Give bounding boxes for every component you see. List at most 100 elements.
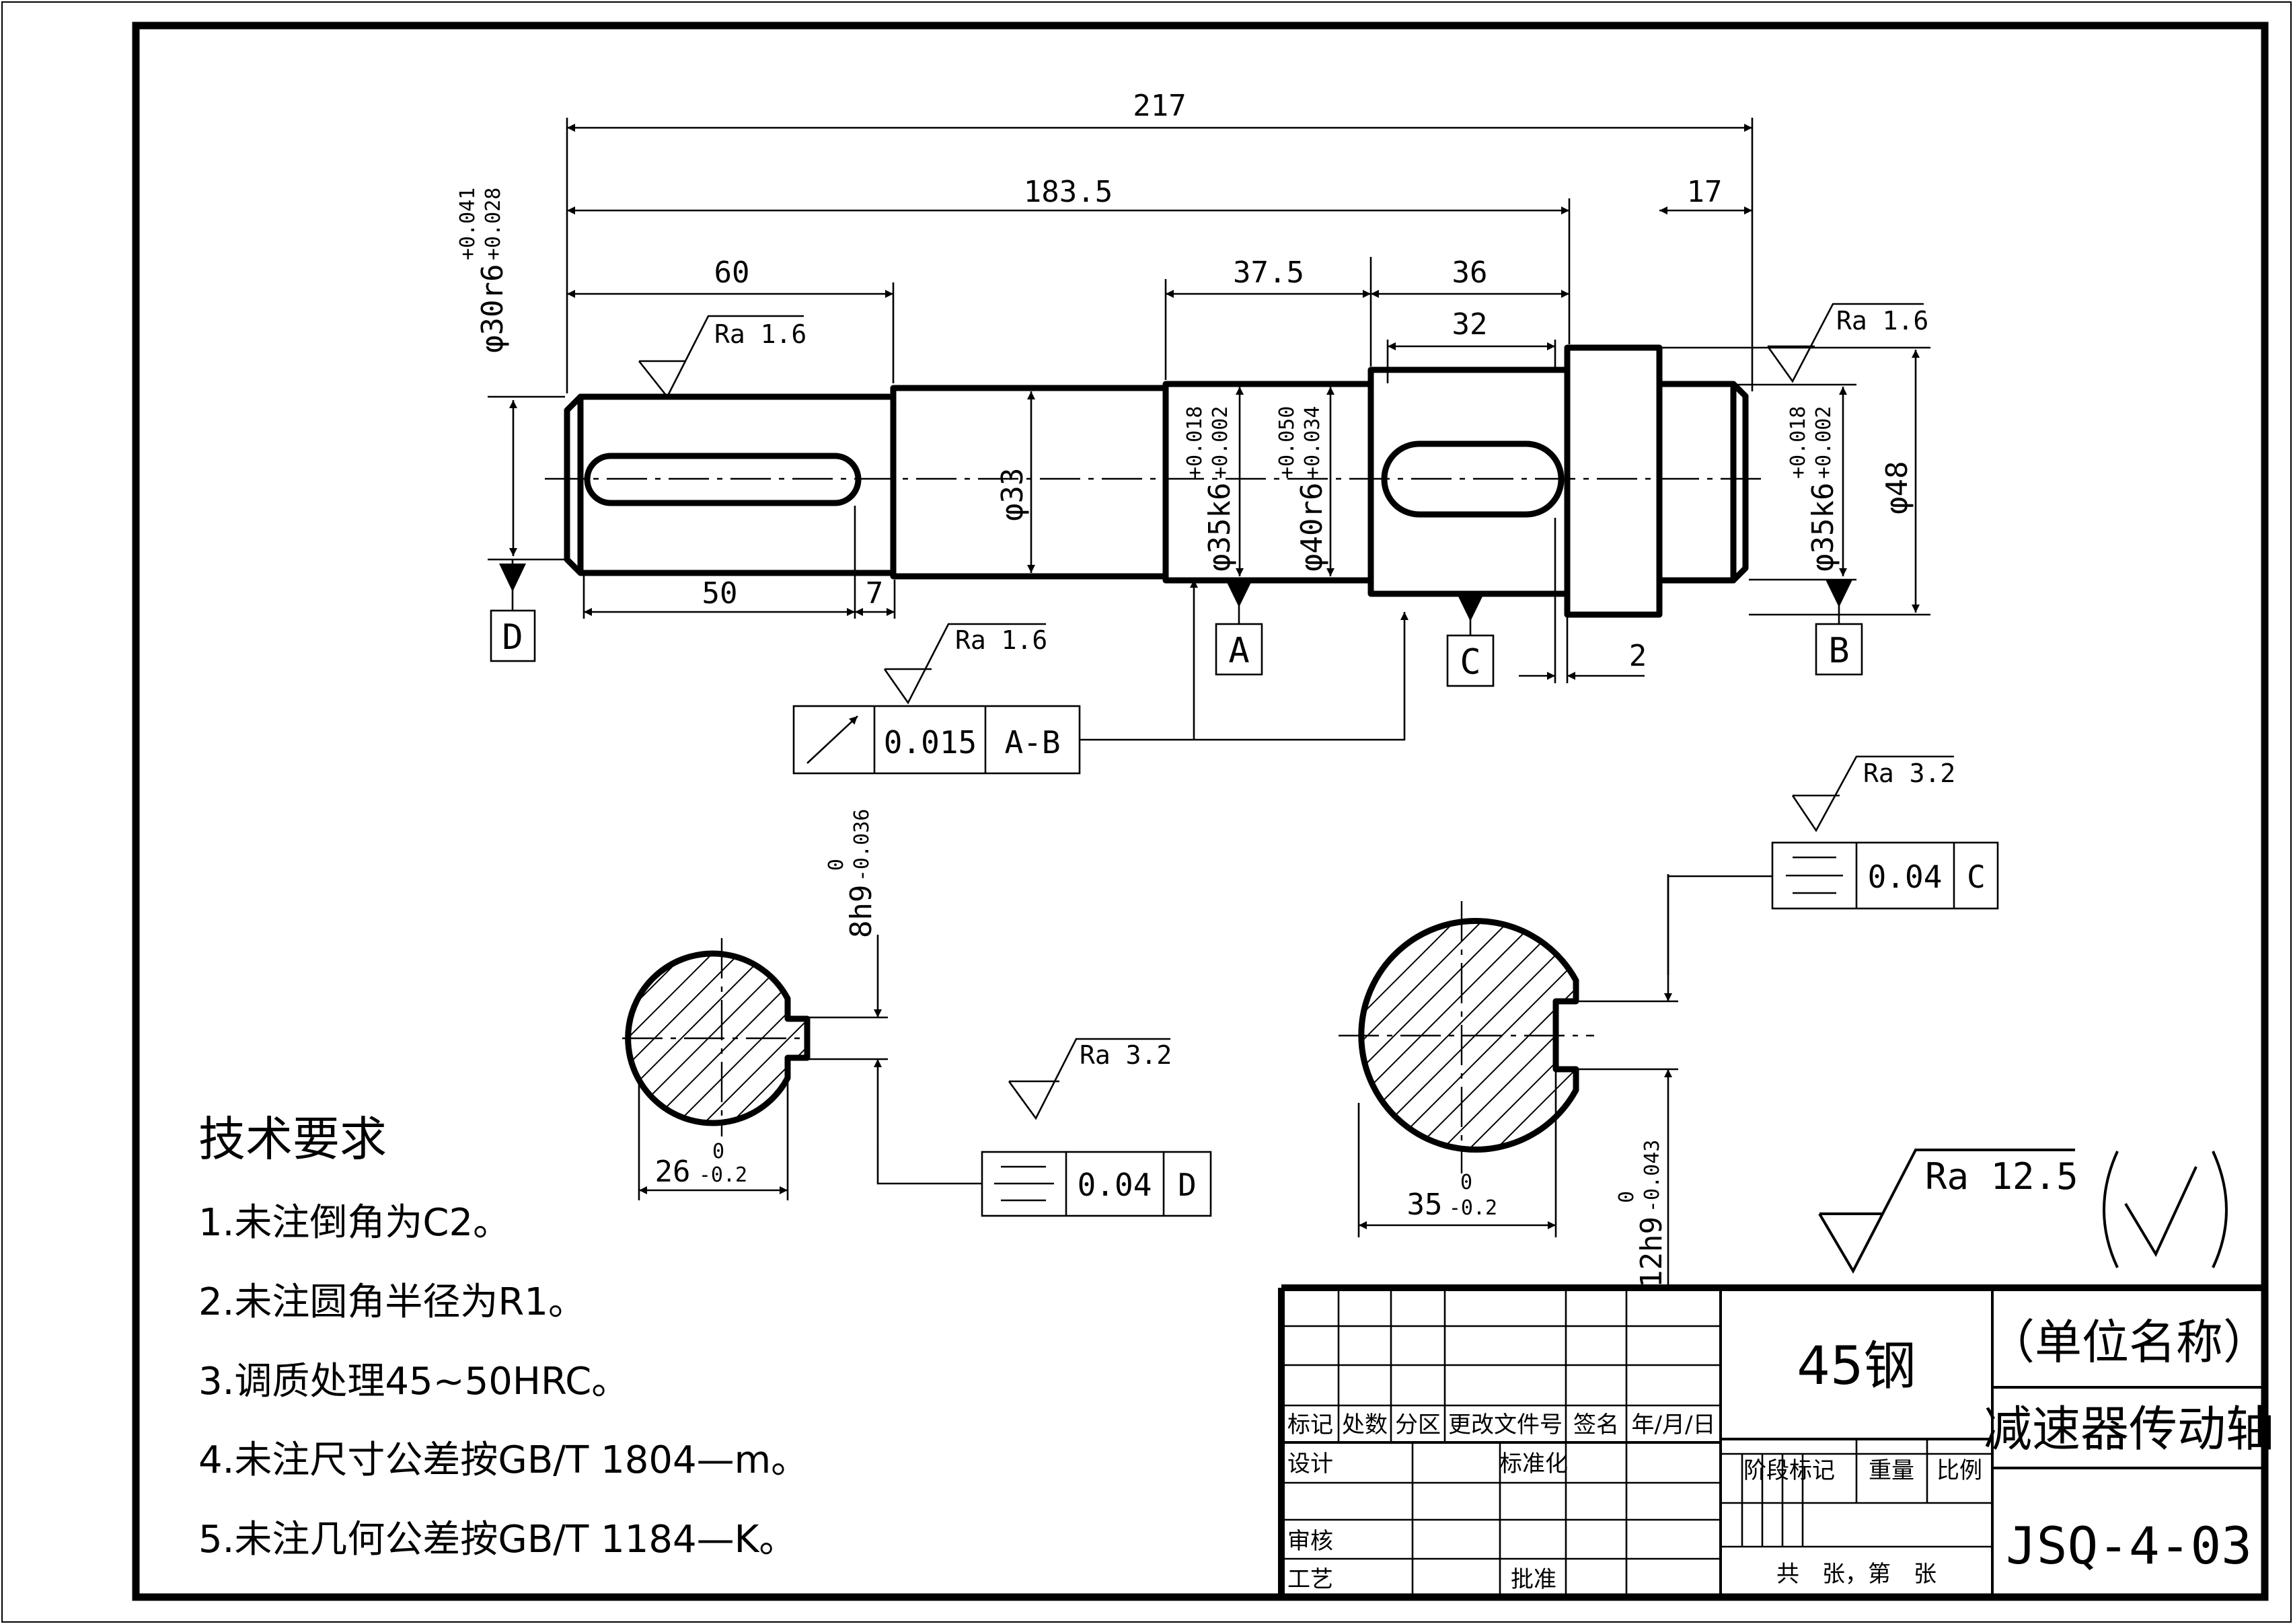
datum-b: B [1815, 580, 1863, 676]
dim-dia-35-right-upper: +0.018 [1787, 406, 1810, 479]
title-sheets: 共 张，第 张 [1776, 1561, 1937, 1588]
roughness-section-left: Ra 3.2 [1008, 1038, 1172, 1120]
symmetry-frame-right: 0.04 C [1771, 841, 1999, 910]
section-left: 26 0 -0.2 8h9 0 -0.036 [622, 809, 982, 1200]
dim-17: 17 [1687, 175, 1723, 209]
roughness-right-shaft-label: Ra 1.6 [1836, 306, 1928, 336]
dim-183: 183.5 [1024, 175, 1113, 209]
roughness-section-left-label: Ra 3.2 [1080, 1040, 1172, 1070]
dim-dia-40-upper: +0.050 [1275, 406, 1299, 479]
title-drawing-name: 减速器传动轴 [1984, 1401, 2274, 1457]
title-weight: 重量 [1869, 1457, 1914, 1484]
title-unit-name: （单位名称） [1988, 1315, 2270, 1370]
datum-b-label: B [1828, 631, 1849, 671]
dim-dia-48: φ48 [1880, 461, 1914, 514]
dim-dia-30-upper: +0.041 [456, 188, 480, 260]
dimension-texts: 217 183.5 17 60 37.5 36 32 50 7 2 φ30r6 … [456, 89, 1914, 673]
title-col-date: 年/月/日 [1632, 1412, 1716, 1438]
tech-requirement-item: 2.未注圆角半径为R1。 [198, 1280, 586, 1324]
symmetry-right-datum: C [1967, 859, 1986, 895]
title-col-zone: 分区 [1395, 1412, 1441, 1438]
datum-c: C [1446, 594, 1495, 687]
dim-dia-40-lower: +0.034 [1301, 406, 1324, 479]
datum-c-label: C [1460, 642, 1480, 683]
dim-32: 32 [1452, 307, 1488, 342]
roughness-general-label: Ra 12.5 [1925, 1155, 2078, 1198]
dim-dia-35-right: φ35k6 [1806, 483, 1840, 572]
title-drawing-number: JSQ-4-03 [2006, 1516, 2252, 1576]
section-right-depth: 35 [1407, 1188, 1443, 1222]
title-scale: 比例 [1937, 1457, 1982, 1484]
tech-requirement-item: 4.未注尺寸公差按GB/T 1804—m。 [198, 1438, 809, 1482]
dim-dia-30-lower: +0.028 [482, 188, 505, 260]
symmetry-left-datum: D [1178, 1167, 1197, 1203]
runout-tolerance-frame: 0.015 A-B [792, 580, 1408, 775]
dim-dia-33: φ33 [995, 468, 1030, 521]
title-stage-mark: 阶段标记 [1743, 1457, 1835, 1484]
dim-36: 36 [1452, 256, 1488, 290]
shaft-outline [564, 344, 1749, 618]
dim-dia-35-right-lower: +0.002 [1812, 406, 1836, 479]
dim-keyway-50: 50 [702, 576, 738, 611]
datum-d-label: D [502, 617, 523, 658]
roughness-tolerance-frame: Ra 1.6 [883, 623, 1047, 705]
roughness-right-shaft: Ra 1.6 [1766, 303, 1928, 383]
dim-dia-35-left-lower: +0.002 [1209, 406, 1232, 479]
dim-37: 37.5 [1233, 256, 1304, 290]
section-left-depth: 26 [655, 1155, 691, 1189]
section-left-keyway-width-upper: 0 [825, 859, 848, 871]
tech-requirement-item: 3.调质处理45~50HRC。 [198, 1360, 629, 1403]
dim-dia-40: φ40r6 [1295, 483, 1329, 572]
datum-a-label: A [1228, 631, 1249, 671]
roughness-general: Ra 12.5 [1818, 1149, 2228, 1274]
drawing-frame [132, 22, 2269, 1601]
title-process: 工艺 [1287, 1566, 1333, 1593]
section-right-keyway-width-upper: 0 [1615, 1191, 1639, 1203]
title-col-doc: 更改文件号 [1448, 1412, 1563, 1438]
title-design: 设计 [1287, 1451, 1333, 1477]
tech-requirements: 技术要求 1.未注倒角为C2。 2.未注圆角半径为R1。 3.调质处理45~50… [198, 1112, 809, 1561]
section-right-depth-lower: -0.2 [1449, 1196, 1497, 1220]
roughness-left-shaft-label: Ra 1.6 [714, 319, 806, 349]
runout-datum: A-B [1004, 724, 1060, 761]
title-approve: 批准 [1511, 1566, 1556, 1593]
roughness-section-right-label: Ra 3.2 [1863, 759, 1955, 788]
title-col-mark: 标记 [1287, 1412, 1333, 1438]
title-col-sign: 签名 [1573, 1412, 1619, 1438]
title-block: 45钢 （单位名称） 减速器传动轴 JSQ-4-03 标记 处数 分区 更改文件… [1278, 1284, 2274, 1597]
title-review: 审核 [1287, 1528, 1333, 1555]
dim-overall-length: 217 [1133, 89, 1186, 123]
section-left-keyway-width-lower: -0.036 [850, 809, 874, 882]
section-right-keyway-width: 12h9 [1634, 1216, 1669, 1288]
symmetry-left-value: 0.04 [1078, 1167, 1152, 1203]
dim-shoulder-2: 2 [1629, 639, 1647, 673]
dim-dia-35-left: φ35k6 [1203, 483, 1237, 572]
dim-keyway-7: 7 [866, 576, 884, 611]
roughness-section-right: Ra 3.2 [1791, 755, 1955, 833]
datum-a: A [1215, 580, 1263, 676]
datum-d: D [490, 559, 536, 662]
dimension-lines [509, 124, 1920, 680]
dim-dia-30: φ30r6 [476, 264, 510, 353]
title-material: 45钢 [1797, 1336, 1916, 1397]
title-col-count: 处数 [1342, 1412, 1388, 1438]
symmetry-right-value: 0.04 [1868, 859, 1943, 895]
section-right-keyway-width-lower: -0.043 [1641, 1140, 1664, 1212]
title-standardize: 标准化 [1499, 1451, 1568, 1477]
section-right: 35 0 -0.2 12h9 0 -0.043 [1339, 874, 1772, 1291]
runout-value: 0.015 [884, 724, 977, 761]
tech-requirement-item: 5.未注几何公差按GB/T 1184—K。 [198, 1518, 796, 1561]
dim-dia-35-left-upper: +0.018 [1183, 406, 1207, 479]
roughness-tolerance-frame-label: Ra 1.6 [955, 625, 1047, 655]
dim-60: 60 [714, 256, 750, 290]
section-right-depth-upper: 0 [1460, 1171, 1472, 1194]
section-left-depth-upper: 0 [712, 1140, 724, 1163]
section-left-keyway-width: 8h9 [844, 885, 878, 938]
section-left-depth-lower: -0.2 [699, 1163, 747, 1187]
tech-requirements-title: 技术要求 [198, 1112, 387, 1167]
roughness-left-shaft: Ra 1.6 [638, 315, 806, 399]
tech-requirement-item: 1.未注倒角为C2。 [198, 1201, 511, 1245]
symmetry-frame-left: 0.04 D [981, 1151, 1212, 1217]
